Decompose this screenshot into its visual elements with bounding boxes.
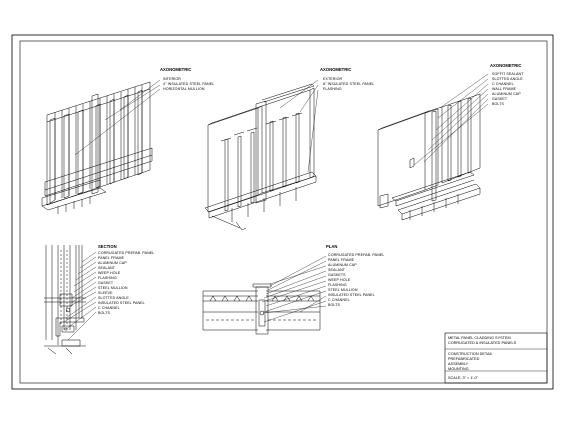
iso1-label-2: HORIZONTAL MULLION: [163, 87, 205, 91]
iso-view-2: AXONOMETRIC EXTERIOR 8" INSULATED STEEL …: [204, 67, 374, 231]
title-line-3: CONSTRUCTION DETAIL: [448, 352, 493, 356]
iso2-label-2: FLASHING: [323, 87, 342, 91]
section-label-12: BOLTS: [98, 311, 111, 315]
section-label-5: FLASHING: [98, 276, 117, 280]
title-line-2: CORRUGATED & INSULATED PANELS: [448, 341, 517, 345]
iso3-label-3: WALL FRAME: [492, 87, 517, 91]
section-label-11: C CHANNEL: [98, 306, 120, 310]
title-line-4: PREFABRICATED: [448, 357, 480, 361]
iso2-label-1: 8" INSULATED STEEL PANEL: [323, 82, 374, 86]
iso3-label-4: ALUMINUM CAP: [492, 92, 521, 96]
plan-title: PLAN: [326, 244, 337, 249]
section-label-10: INSULATED STEEL PANEL: [98, 301, 145, 305]
sheet-border-inner: [19, 40, 548, 384]
plan-label-5: WEEP HOLE: [328, 278, 351, 282]
iso-view-3: AXONOMETRIC SOFFIT SEALANT SLOTTED ANGLE…: [377, 63, 524, 221]
plan-label-4: GASKETS: [328, 273, 346, 277]
title-block: METAL PANEL CLADDING SYSTEM CORRUGATED &…: [444, 332, 548, 384]
plan-label-3: SEALANT: [328, 268, 346, 272]
plan-label-7: STEEL MULLION: [328, 288, 358, 292]
section-label-8: SLEEVE: [98, 291, 113, 295]
plan-label-0: CORRUGATED PREFAB. PANEL: [328, 253, 384, 257]
iso2-label-0: EXTERIOR: [323, 77, 342, 81]
section-label-2: ALUMINUM CAP: [98, 261, 127, 265]
section-label-9: SLOTTED ANGLE: [98, 296, 129, 300]
iso3-label-6: BOLTS: [492, 102, 505, 106]
section-label-0: CORRUGATED PREFAB. PANEL: [98, 251, 154, 255]
iso1-label-1: 4" INSULATED STEEL PANEL: [163, 82, 214, 86]
title-line-5: ASSEMBLY: [448, 362, 469, 366]
title-line-1: METAL PANEL CLADDING SYSTEM: [448, 336, 511, 340]
section-label-4: WEEP HOLE: [98, 271, 121, 275]
plan-label-1: PANEL FRAME: [328, 258, 355, 262]
iso3-label-0: SOFFIT SEALANT: [492, 72, 524, 76]
iso1-title: AXONOMETRIC: [160, 67, 191, 72]
title-line-6: MOUNTING: [448, 367, 469, 371]
iso-view-1: AXONOMETRIC INTERIOR 4" INSULATED STEEL …: [41, 67, 214, 214]
iso3-label-5: GASKET: [492, 97, 508, 101]
plan-label-2: ALUMINUM CAP: [328, 263, 357, 267]
section-view: SECTION CORRUGATED PREFAB. PANEL PANEL F…: [44, 244, 154, 355]
iso3-label-2: C CHANNEL: [492, 82, 514, 86]
section-label-3: SEALANT: [98, 266, 116, 270]
sheet-border-outer: [11, 34, 554, 390]
section-label-6: GASKET: [98, 281, 114, 285]
plan-view: PLAN CORRUGATED PREFAB. PANEL PANEL FRAM…: [202, 244, 384, 335]
iso1-label-0: INTERIOR: [163, 77, 181, 81]
iso3-title: AXONOMETRIC: [490, 63, 521, 68]
plan-label-10: BOLTS: [328, 303, 341, 307]
plan-label-9: C CHANNEL: [328, 298, 350, 302]
plan-label-6: FLASHING: [328, 283, 347, 287]
iso3-label-1: SLOTTED ANGLE: [492, 77, 523, 81]
plan-label-8: INSULATED STEEL PANEL: [328, 293, 375, 297]
section-title: SECTION: [98, 244, 117, 249]
section-label-7: STEEL MULLION: [98, 286, 128, 290]
iso2-title: AXONOMETRIC: [320, 67, 351, 72]
section-label-1: PANEL FRAME: [98, 256, 125, 260]
title-scale: SCALE: 3" = 1'-0": [448, 376, 479, 380]
